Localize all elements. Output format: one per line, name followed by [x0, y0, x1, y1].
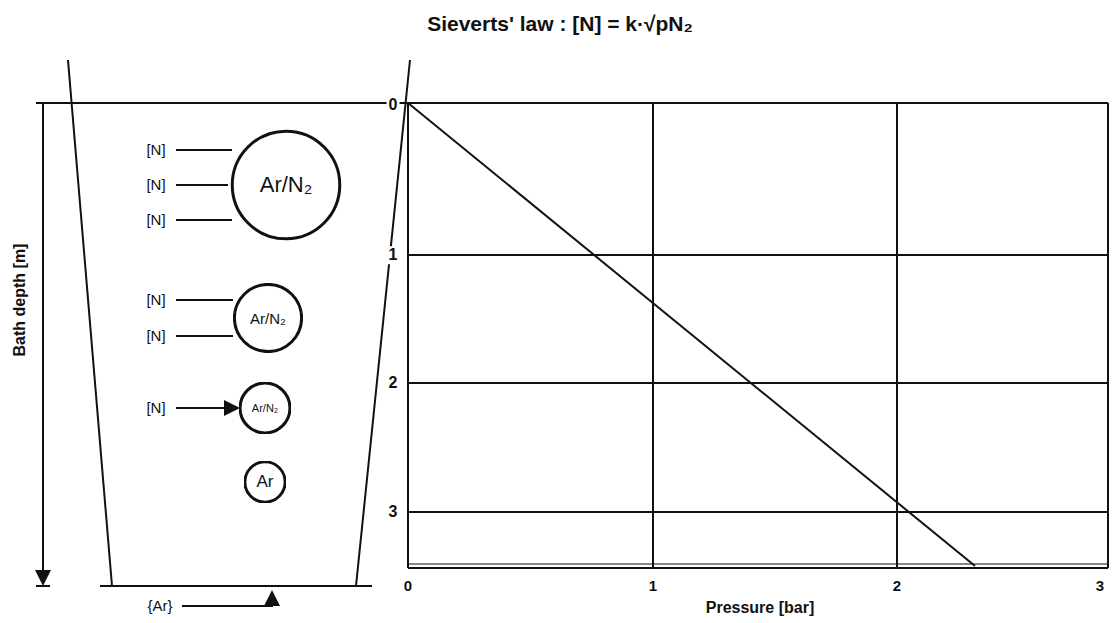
bubble-label: Ar/N₂ [250, 310, 286, 327]
gas-bubble: Ar/N₂ [230, 129, 342, 241]
tick-label: 3 [387, 503, 400, 521]
tick-label: 0 [387, 96, 400, 114]
leader-line [176, 219, 232, 221]
depth-axis [42, 103, 44, 584]
diagram-title: Sieverts' law : [N] = k·√pN₂ [427, 12, 693, 35]
grid-line [896, 103, 898, 568]
bath-surface [40, 102, 1108, 104]
axis-title: Pressure [bar] [704, 599, 817, 617]
chart-axis [407, 103, 409, 568]
gas-inlet [182, 592, 272, 606]
chart-frame [1107, 103, 1109, 568]
leader-line [176, 149, 232, 151]
chart-axis [408, 567, 1108, 569]
tick-label: 0 [402, 578, 414, 595]
axis-tick [36, 102, 50, 104]
bubble-circle [234, 284, 301, 351]
nitrogen-label: [N] [144, 142, 167, 159]
leader-line [176, 335, 233, 337]
bubble-label: Ar/N₂ [260, 172, 313, 198]
nitrogen-label: [N] [144, 328, 167, 345]
gas-bubble: Ar/N₂ [233, 283, 303, 353]
leader-line [176, 299, 233, 301]
nitrogen-label: [N] [144, 212, 167, 229]
bubble-circle [240, 383, 290, 433]
grid-line [408, 382, 1108, 384]
tick-label: 1 [387, 246, 400, 264]
ladle-wall [68, 60, 112, 586]
gas-label: {Ar} [145, 598, 174, 615]
ladle-bottom [100, 585, 372, 587]
chart-axis [408, 564, 1108, 565]
gas-bubble: Ar [244, 461, 286, 503]
axis-tick [36, 585, 50, 587]
tick-label: 2 [387, 374, 400, 392]
gas-bubble: Ar/N₂ [239, 382, 291, 434]
tick-label: 2 [891, 578, 903, 595]
grid-line [408, 254, 1108, 256]
bubble-label: Ar [257, 472, 274, 492]
leader-line [176, 184, 228, 186]
tick-label: 1 [647, 578, 659, 595]
pressure-line [408, 103, 975, 566]
nitrogen-label: [N] [144, 292, 167, 309]
bubble-circle [245, 462, 285, 502]
nitrogen-label: [N] [144, 177, 167, 194]
nitrogen-label: [N] [144, 400, 167, 417]
axis-title: Bath depth [m] [11, 242, 29, 359]
leader-arrow [176, 407, 238, 409]
bubble-label: Ar/N₂ [252, 402, 278, 414]
bubble-circle [232, 131, 340, 239]
ladle-wall [356, 60, 410, 586]
tick-label: 3 [1094, 578, 1106, 595]
grid-line [652, 103, 654, 568]
grid-line [408, 511, 1108, 513]
